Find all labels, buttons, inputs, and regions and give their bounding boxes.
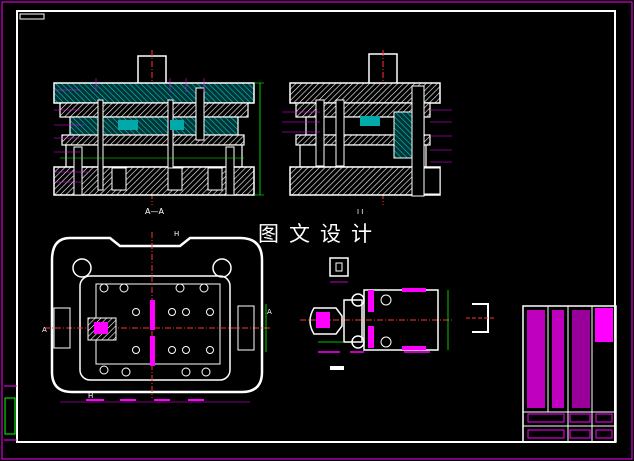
front-view-label: A—A xyxy=(145,207,164,216)
front-section-view xyxy=(53,50,264,205)
plan-mark-top: H xyxy=(174,230,179,238)
drawing-watermark: 图文设计 xyxy=(258,222,382,246)
strip-layout xyxy=(300,288,454,370)
strip-section xyxy=(466,303,494,333)
plan-arrow-left: A xyxy=(42,326,47,334)
side-section-view xyxy=(282,50,452,205)
side-view-label: I I xyxy=(357,208,363,216)
plan-view xyxy=(44,232,272,403)
part-detail xyxy=(329,257,349,283)
plan-mark-bottom: H xyxy=(88,392,93,400)
plan-arrow-right: A xyxy=(267,308,272,316)
title-block xyxy=(522,305,617,443)
